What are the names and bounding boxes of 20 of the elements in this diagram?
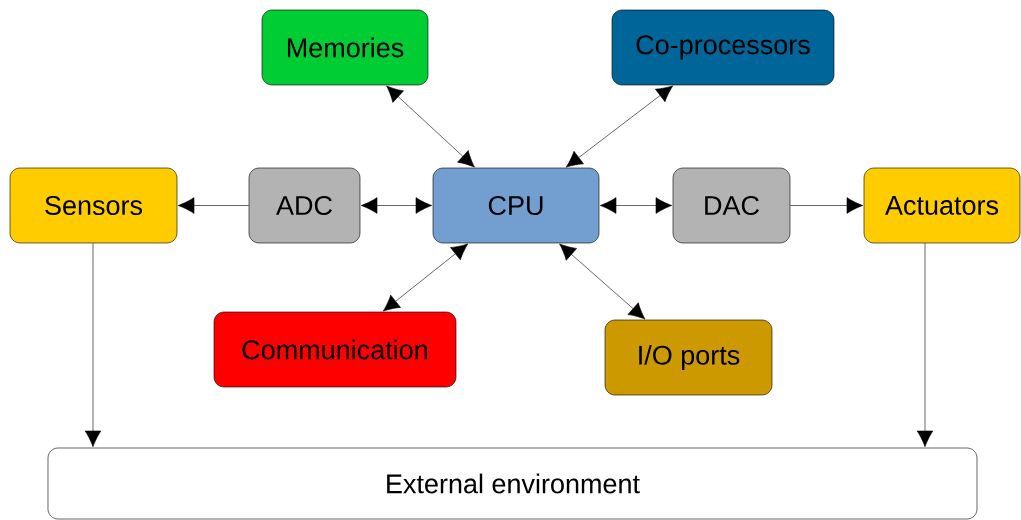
environment-box: External environment [47, 447, 978, 520]
port-box: I/O ports [604, 319, 773, 396]
arrow [360, 197, 433, 214]
arrow [559, 243, 646, 320]
converter-box: DAC [672, 167, 791, 244]
arrow [790, 197, 864, 214]
arrow [565, 85, 673, 168]
arrow [84, 243, 102, 448]
arrow [916, 243, 934, 448]
memory-box: Memories [261, 9, 429, 86]
arrow [599, 197, 673, 214]
cpu-box: CPU [432, 167, 600, 244]
coprocessor-box: Co-processors [611, 9, 835, 86]
arrow [382, 243, 469, 312]
communication-box: Communication [213, 311, 457, 388]
actuator-box: Actuators [863, 167, 1021, 244]
sensor-box: Sensors [9, 167, 178, 244]
arrow [177, 197, 249, 214]
converter-box: ADC [248, 167, 361, 244]
arrow [386, 85, 475, 168]
